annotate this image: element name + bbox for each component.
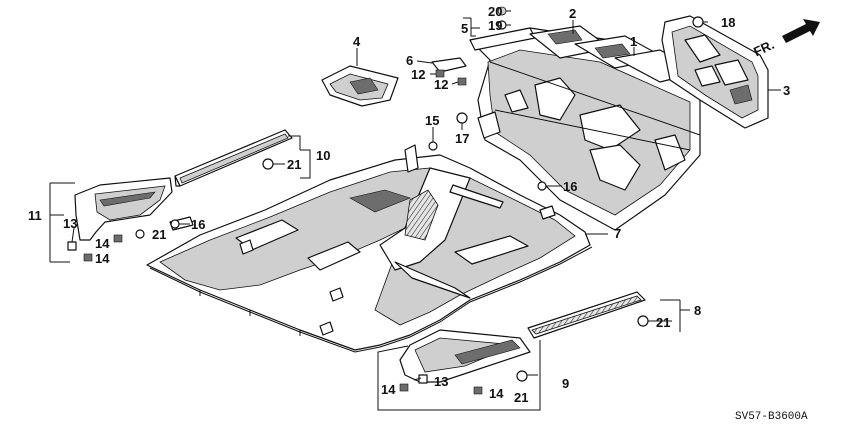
callout-12a: 12 xyxy=(411,67,425,82)
front-arrow-icon xyxy=(782,19,820,43)
front-direction-indicator: FR. xyxy=(751,19,820,59)
callout-21b: 21 xyxy=(152,227,166,242)
clip-21b-icon xyxy=(135,229,145,239)
callout-1: 1 xyxy=(630,34,637,49)
callout-2: 2 xyxy=(569,6,576,21)
callout-15: 15 xyxy=(425,113,439,128)
callout-5: 5 xyxy=(461,21,468,36)
callout-14d: 14 xyxy=(489,386,504,401)
clip-16a-icon xyxy=(537,181,547,191)
clip-18-icon xyxy=(692,16,704,28)
callout-16a: 16 xyxy=(563,179,577,194)
figure-code: SV57-B3600A xyxy=(735,411,808,423)
callout-4: 4 xyxy=(353,34,361,49)
callout-21d: 21 xyxy=(514,390,528,405)
callout-12b: 12 xyxy=(434,77,448,92)
side-sill-right xyxy=(527,291,646,339)
clip-14b-icon xyxy=(83,253,93,262)
callouts: 1 2 3 4 5 6 7 8 9 10 11 12 12 13 13 14 1… xyxy=(28,4,790,405)
trunk-side-lining xyxy=(321,65,399,107)
callout-13a: 13 xyxy=(63,216,77,231)
callout-6: 6 xyxy=(406,53,413,68)
clip-21a-icon xyxy=(262,158,274,170)
callout-20: 20 xyxy=(488,4,502,19)
clip-16b-icon xyxy=(170,219,180,229)
clip-13b-icon xyxy=(418,374,428,384)
callout-14c: 14 xyxy=(381,382,396,397)
callout-11: 11 xyxy=(28,208,42,223)
callout-8: 8 xyxy=(694,303,701,318)
callout-7: 7 xyxy=(614,226,621,241)
clip-17-icon xyxy=(456,112,468,124)
callout-21a: 21 xyxy=(287,157,301,172)
side-sill-left xyxy=(174,129,293,187)
callout-3: 3 xyxy=(783,83,790,98)
callout-13b: 13 xyxy=(434,374,448,389)
rear-panel-lining xyxy=(661,15,769,129)
callout-14b: 14 xyxy=(95,251,110,266)
callout-18: 18 xyxy=(721,15,735,30)
front-trim-left xyxy=(74,177,173,241)
callout-14a: 14 xyxy=(95,236,110,251)
clip-15-icon xyxy=(428,141,438,151)
clip-14a-icon xyxy=(113,234,123,243)
callout-10: 10 xyxy=(316,148,330,163)
floor-carpet xyxy=(146,144,593,353)
clip-14c-icon xyxy=(399,383,409,392)
callout-19: 19 xyxy=(488,18,502,33)
leader-lines xyxy=(49,10,781,411)
front-label: FR. xyxy=(751,37,776,59)
front-trim-right xyxy=(399,329,531,383)
clip-21d-icon xyxy=(516,370,528,382)
clip-14d-icon xyxy=(473,386,483,395)
bracket-6-icon xyxy=(431,57,467,73)
fasteners xyxy=(67,6,704,395)
nut-12b-icon xyxy=(457,77,467,86)
rear-shelf-assembly xyxy=(469,25,701,231)
clip-21c-icon xyxy=(637,315,649,327)
clip-13a-icon xyxy=(67,241,77,251)
nut-12a-icon xyxy=(435,69,445,78)
callout-16b: 16 xyxy=(191,217,205,232)
callout-17: 17 xyxy=(455,131,469,146)
callout-21c: 21 xyxy=(656,315,670,330)
callout-9: 9 xyxy=(562,376,569,391)
